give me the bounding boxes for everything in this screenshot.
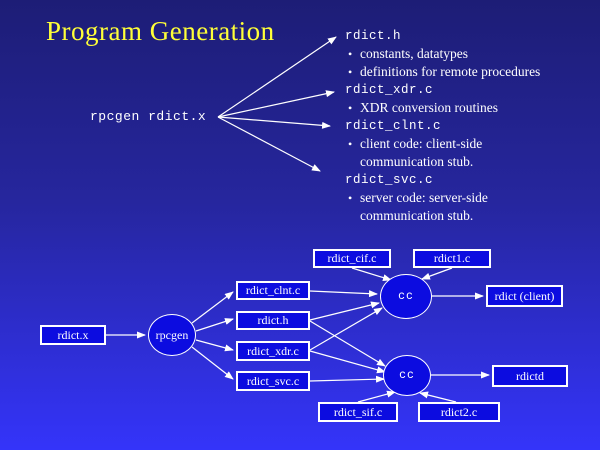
node-rdict-svc-c: rdict_svc.c: [236, 371, 310, 391]
arrow-rpcgen-to-svc: [191, 346, 234, 380]
note-bullet-text: server code: server-side: [360, 190, 488, 205]
node-rdict-sif-c: rdict_sif.c: [318, 402, 398, 422]
note-file-rdict-svc: rdict_svc.c: [345, 173, 434, 187]
note-continuation: communication stub.: [360, 208, 474, 223]
node-rdict1-c: rdict1.c: [413, 249, 491, 268]
arrow-h-to-cc-server: [309, 320, 386, 367]
node-rdict-x: rdict.x: [40, 325, 106, 345]
bullet-icon: •: [348, 65, 353, 79]
command-label: rpcgen rdict.x: [90, 109, 207, 124]
bullet-icon: •: [348, 137, 353, 151]
note-bullet: • client code: client-side: [345, 135, 597, 153]
node-rdictd: rdictd: [492, 365, 568, 387]
note-file-rdict-h: rdict.h: [345, 29, 402, 43]
arrow-command-to-rdict-svc: [217, 116, 321, 172]
node-rdict2-c: rdict2.c: [418, 402, 500, 422]
node-rdict-clnt-c: rdict_clnt.c: [236, 281, 310, 300]
arrow-command-to-rdict-clnt: [217, 116, 331, 129]
arrow-rdict2-to-cc-server: [419, 391, 457, 403]
bullet-icon: •: [348, 191, 353, 205]
note-bullet-text: definitions for remote procedures: [360, 64, 541, 79]
arrow-rdict1-to-cc-client: [421, 267, 453, 280]
note-bullet: • definitions for remote procedures: [345, 63, 597, 81]
node-rpcgen: rpcgen: [148, 314, 196, 356]
note-bullet: • XDR conversion routines: [345, 99, 597, 117]
node-rdict-h: rdict.h: [236, 311, 310, 330]
note-bullet: • constants, datatypes: [345, 45, 597, 63]
arrow-cif-to-cc-client: [351, 267, 392, 281]
arrow-rpcgen-to-clnt: [191, 291, 234, 324]
node-rdict-cif-c: rdict_cif.c: [313, 249, 391, 268]
bullet-icon: •: [348, 47, 353, 61]
note-bullet-text: XDR conversion routines: [360, 100, 498, 115]
note-file-rdict-xdr: rdict_xdr.c: [345, 83, 434, 97]
note-file-rdict-clnt: rdict_clnt.c: [345, 119, 442, 133]
arrow-sif-to-cc-server: [357, 390, 396, 403]
arrow-rpcgen-to-h: [195, 318, 234, 332]
arrow-xdr-to-cc-server: [309, 350, 386, 374]
node-cc-client: cc: [380, 274, 432, 319]
note-continuation: communication stub.: [360, 154, 474, 169]
arrow-command-to-rdict-h: [217, 36, 337, 118]
node-cc-server: cc: [383, 355, 431, 396]
arrow-command-to-rdict-xdr: [217, 90, 335, 118]
bullet-icon: •: [348, 101, 353, 115]
file-notes-list: rdict.h • constants, datatypes • definitio…: [345, 27, 597, 225]
note-bullet: • server code: server-side: [345, 189, 597, 207]
arrow-svc-to-cc-server: [309, 375, 385, 383]
arrow-rpcgen-to-xdr: [195, 339, 234, 352]
arrow-h-to-cc-client: [309, 301, 380, 321]
node-rdict-client: rdict (client): [486, 285, 563, 307]
node-rdict-xdr-c: rdict_xdr.c: [236, 341, 310, 361]
arrow-clnt-to-cc-client: [309, 290, 378, 298]
slide-title: Program Generation: [46, 16, 275, 46]
note-bullet-text: constants, datatypes: [360, 46, 468, 61]
arrow-xdr-to-cc-client: [309, 307, 383, 351]
note-bullet-text: client code: client-side: [360, 136, 483, 151]
